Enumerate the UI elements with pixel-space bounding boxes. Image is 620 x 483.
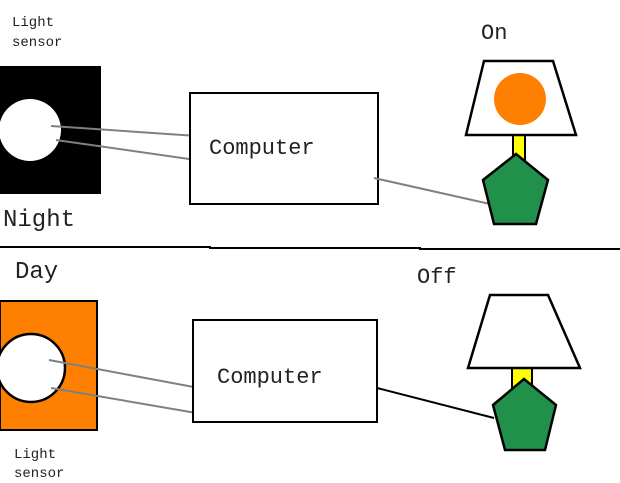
day-sensor-wire-2: [50, 387, 203, 415]
day-lamp-wire: [376, 387, 495, 419]
lamp-off: [466, 293, 582, 452]
lamp-off-label: Off: [417, 265, 457, 290]
lamp-off-base: [491, 377, 558, 452]
night-computer-label: Computer: [209, 136, 315, 161]
night-sensor-label-line1: Light: [12, 15, 54, 31]
lamp-off-shade: [466, 293, 582, 370]
day-computer-box: [192, 319, 378, 423]
day-computer-label: Computer: [217, 365, 323, 390]
night-sensor-wire-2: [55, 139, 197, 161]
panel-divider: [0, 246, 620, 250]
day-sensor-label-line2: sensor: [14, 466, 64, 482]
night-sensor-wire-1: [50, 125, 198, 137]
night-lamp-wire: [373, 177, 491, 205]
day-sensor-label-line1: Light: [14, 447, 56, 463]
day-label: Day: [15, 259, 58, 286]
lamp-on-base: [481, 152, 550, 226]
night-sensor-label-line2: sensor: [12, 35, 62, 51]
night-computer-box: [189, 92, 379, 205]
night-panel: Light sensor Night Computer On: [0, 15, 578, 234]
day-panel: Day Computer Off Light sensor: [0, 259, 582, 482]
lamp-on: [464, 59, 578, 226]
night-label: Night: [3, 207, 75, 234]
lamp-on-bulb-glow: [494, 73, 546, 125]
lamp-on-label: On: [481, 21, 507, 46]
day-sensor-eye: [0, 332, 67, 404]
day-sensor-wire-1: [48, 359, 200, 389]
night-sensor-eye: [0, 99, 61, 161]
